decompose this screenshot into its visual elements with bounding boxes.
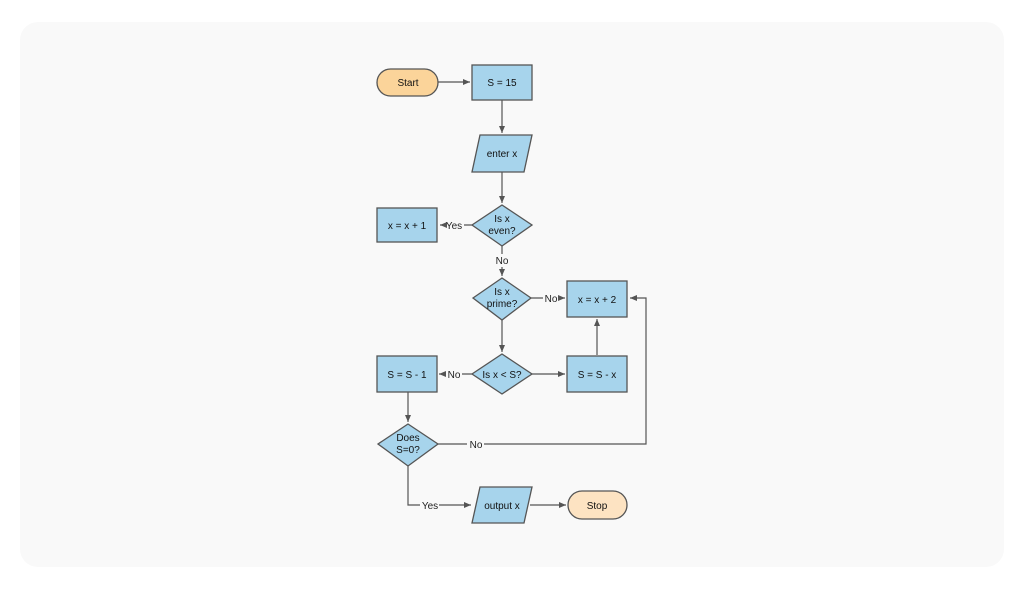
edge-label-less-no: No <box>448 370 461 381</box>
node-is-less-label: Is x < S? <box>482 370 522 381</box>
node-is-even-label-1: Is x <box>494 214 510 225</box>
node-is-prime-label-2: prime? <box>487 299 518 310</box>
node-s-minus-1-label: S = S - 1 <box>387 370 427 381</box>
edge-label-zero-yes: Yes <box>422 501 438 512</box>
node-s-minus-1[interactable]: S = S - 1 <box>376 355 438 393</box>
edge-label-prime-no: No <box>545 294 558 305</box>
edge-label-zero-no: No <box>470 440 483 451</box>
edge-does-zero-no <box>438 298 647 445</box>
node-is-prime[interactable]: Is x prime? <box>471 277 533 321</box>
node-does-zero-label-1: Does <box>396 433 419 444</box>
node-x-plus-2[interactable]: x = x + 2 <box>566 280 628 318</box>
node-stop-label: Stop <box>587 501 608 512</box>
node-is-less[interactable]: Is x < S? <box>470 353 534 395</box>
node-start[interactable]: Start <box>376 68 439 97</box>
node-is-even-label-2: even? <box>488 226 516 237</box>
node-is-prime-label-1: Is x <box>494 287 510 298</box>
node-start-label: Start <box>397 78 418 89</box>
node-output-x-label: output x <box>484 501 520 512</box>
node-output-x[interactable]: output x <box>471 486 533 524</box>
node-stop[interactable]: Stop <box>567 490 628 520</box>
node-s-init[interactable]: S = 15 <box>471 64 533 101</box>
node-enter-x-label: enter x <box>487 149 518 160</box>
edge-label-even-no: No <box>496 256 509 267</box>
edge-does-zero-yes <box>407 466 471 505</box>
node-s-minus-x[interactable]: S = S - x <box>566 355 628 393</box>
edge-label-even-yes: Yes <box>446 221 462 232</box>
node-x-plus-2-label: x = x + 2 <box>578 295 617 306</box>
node-s-init-label: S = 15 <box>487 78 517 89</box>
node-s-minus-x-label: S = S - x <box>578 370 617 381</box>
node-does-zero[interactable]: Does S=0? <box>376 423 440 467</box>
node-does-zero-label-2: S=0? <box>396 445 420 456</box>
node-x-plus-1[interactable]: x = x + 1 <box>376 207 438 243</box>
node-x-plus-1-label: x = x + 1 <box>388 221 427 232</box>
node-is-even[interactable]: Is x even? <box>470 204 534 247</box>
node-enter-x[interactable]: enter x <box>471 134 533 173</box>
